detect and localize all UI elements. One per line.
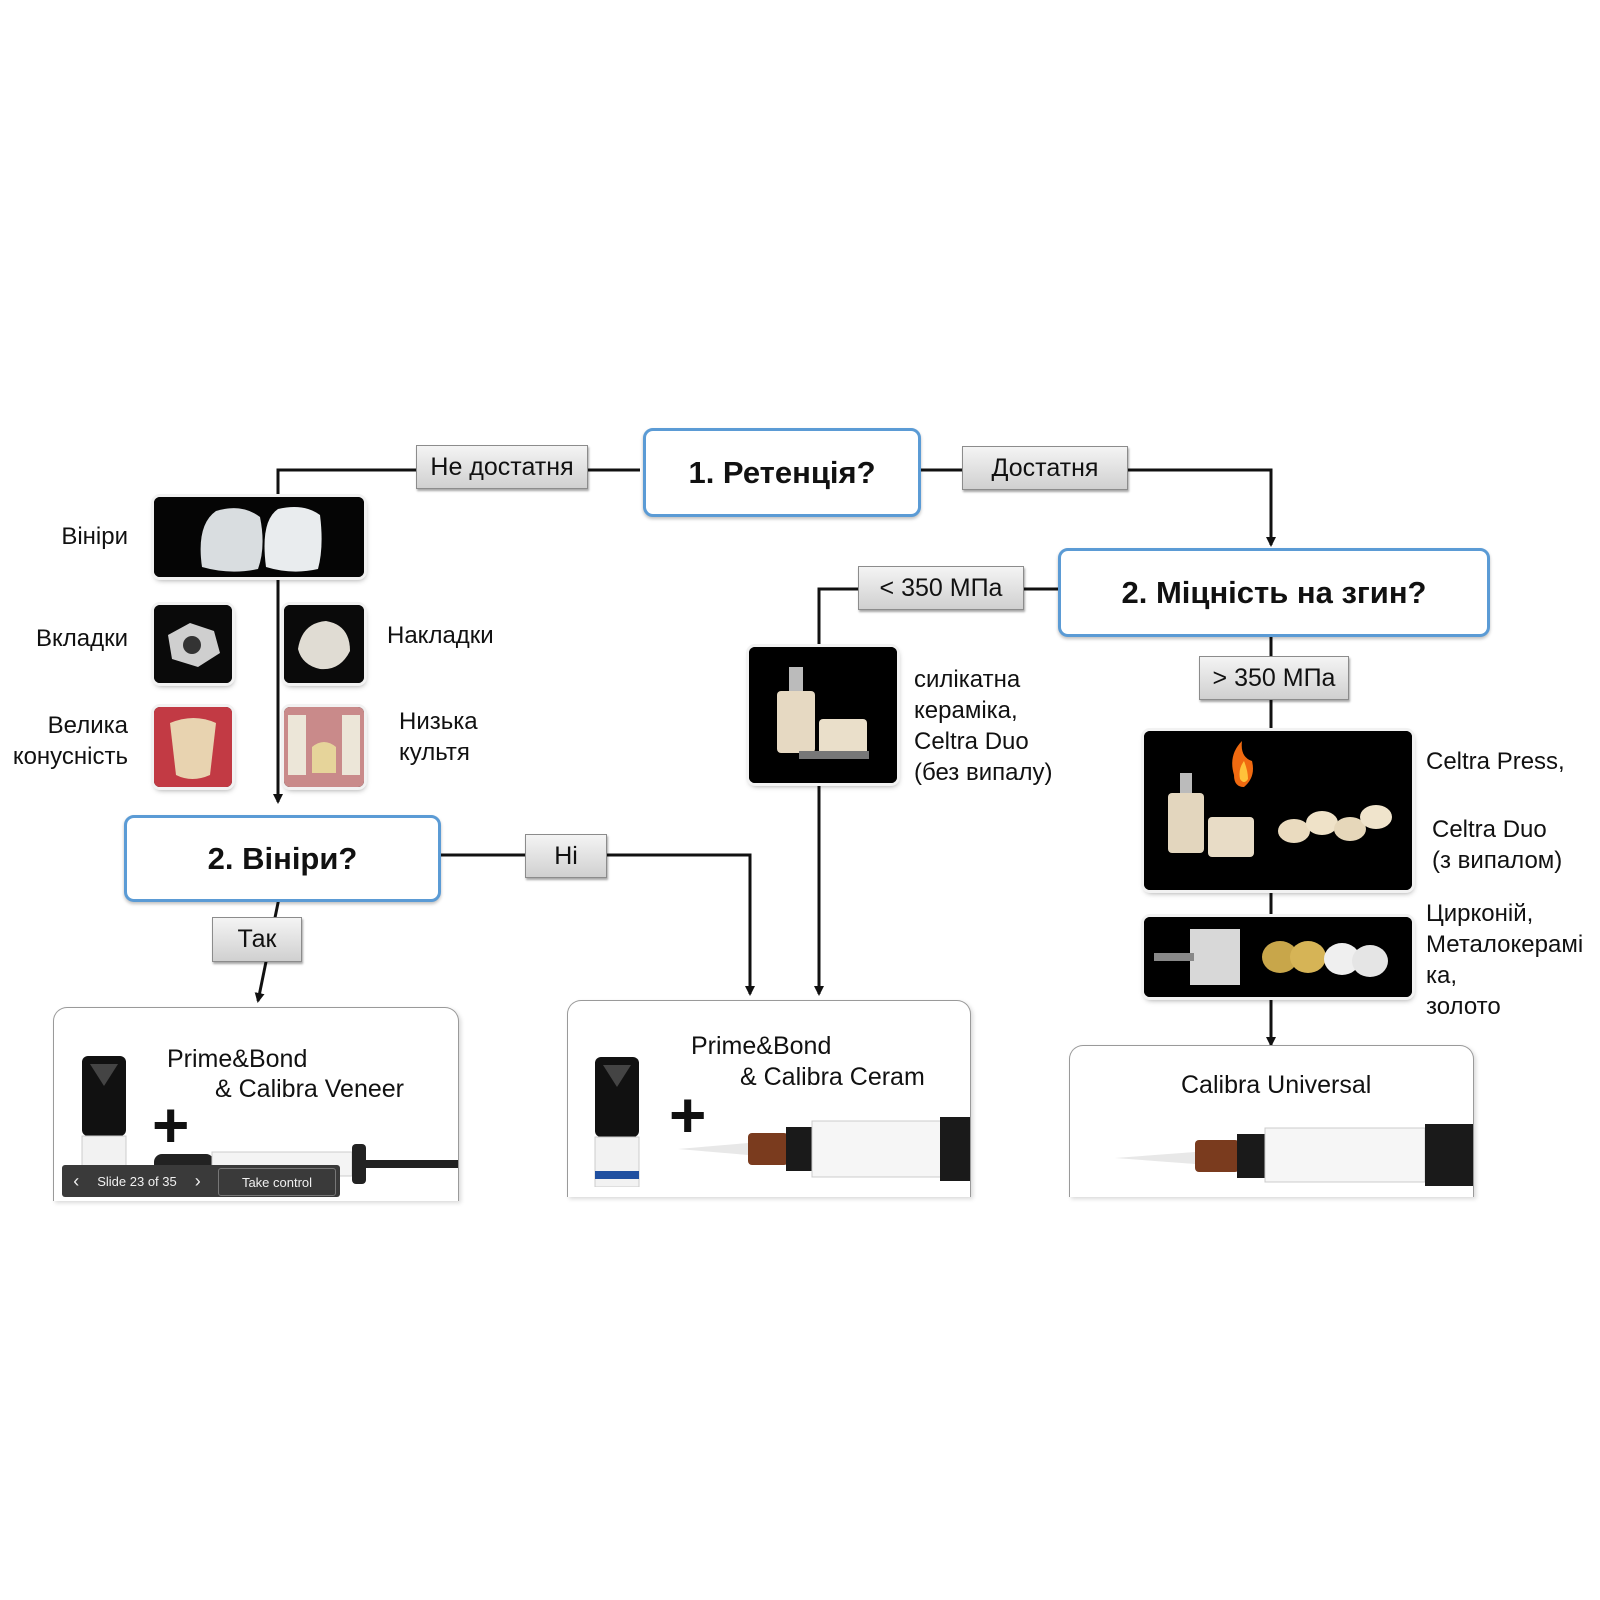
label-zirconia: Цирконій, Металокерамі ка, золото [1426,898,1583,1022]
label-silicate-line4: (без випалу) [914,759,1053,786]
product-ceram-line1: Prime&Bond [691,1032,832,1060]
veneers-photo [154,497,364,577]
label-celtra-duo-fired-line2: (з випалом) [1432,847,1563,874]
plus-sign-ceram: + [669,1079,707,1151]
label-large-taper-line1: Велика [47,712,128,739]
zirconia-photo [1144,917,1412,997]
label-silicate-ceramics: силікатна кераміка, Celtra Duo (без випа… [914,664,1052,788]
take-control-button[interactable]: Take control [218,1168,336,1196]
low-stump-photo [284,707,364,787]
label-onlays: Накладки [387,622,494,649]
inlay-photo [154,605,232,683]
product-universal-name: Calibra Universal [1181,1071,1372,1099]
label-veneers: Вініри [61,523,128,550]
label-insufficient: Не достатня [416,445,588,489]
next-slide-button[interactable]: › [194,1170,201,1191]
label-low-stump: Низька культя [399,706,478,768]
label-sufficient: Достатня [962,446,1128,490]
slideshow-control-bar: ‹ Slide 23 of 35 › Take control [62,1165,340,1197]
label-silicate-line2: кераміка, [914,697,1018,724]
bond-bottle-icon [594,1057,640,1187]
label-zirconia-line4: золото [1426,993,1501,1020]
product-veneer-line1: Prime&Bond [167,1045,308,1073]
label-celtra-duo-fired-line1: Celtra Duo [1432,816,1547,843]
veneers-question: 2. Вініри? [124,815,441,902]
label-low-stump-line1: Низька [399,708,478,735]
product-box-ceram: Prime&Bond & Calibra Ceram + [567,1000,971,1197]
dual-syringe-icon [1115,1124,1473,1186]
label-silicate-line1: силікатна [914,666,1021,693]
silicate-blocks-photo [749,647,897,783]
label-inlays: Вкладки [35,625,128,652]
label-large-taper-line2: конусність [12,743,128,770]
label-low-stump-line2: культя [399,739,470,766]
label-zirconia-line1: Цирконій, [1426,900,1534,927]
product-ceram-line2: & Calibra Ceram [740,1063,925,1091]
onlay-photo [284,605,364,683]
retention-question: 1. Ретенція? [643,428,921,517]
celtra-press-photo [1144,731,1412,890]
product-veneer-line2: & Calibra Veneer [215,1075,405,1103]
label-no: Ні [525,834,607,878]
previous-slide-button[interactable]: ‹ [73,1170,80,1191]
product-box-universal: Calibra Universal [1069,1045,1474,1197]
label-zirconia-line2: Металокерамі [1426,931,1584,958]
large-taper-photo [154,707,232,787]
label-large-taper: Велика конусність [0,710,128,772]
slide-counter: Slide 23 of 35 [97,1173,177,1189]
label-zirconia-line3: ка, [1426,962,1458,989]
label-yes: Так [212,917,302,962]
strength-question: 2. Міцність на згин? [1058,548,1490,637]
label-celtra-press: Celtra Press, [1426,748,1565,775]
label-silicate-line3: Celtra Duo [914,728,1029,755]
label-more-350: > 350 МПа [1199,656,1349,700]
label-less-350: < 350 МПа [858,566,1024,610]
label-celtra-duo-fired: Celtra Duo (з випалом) [1432,814,1562,876]
plus-sign: + [152,1089,190,1161]
slide-navigation: ‹ Slide 23 of 35 › [62,1165,212,1197]
dual-syringe-icon [678,1117,970,1181]
